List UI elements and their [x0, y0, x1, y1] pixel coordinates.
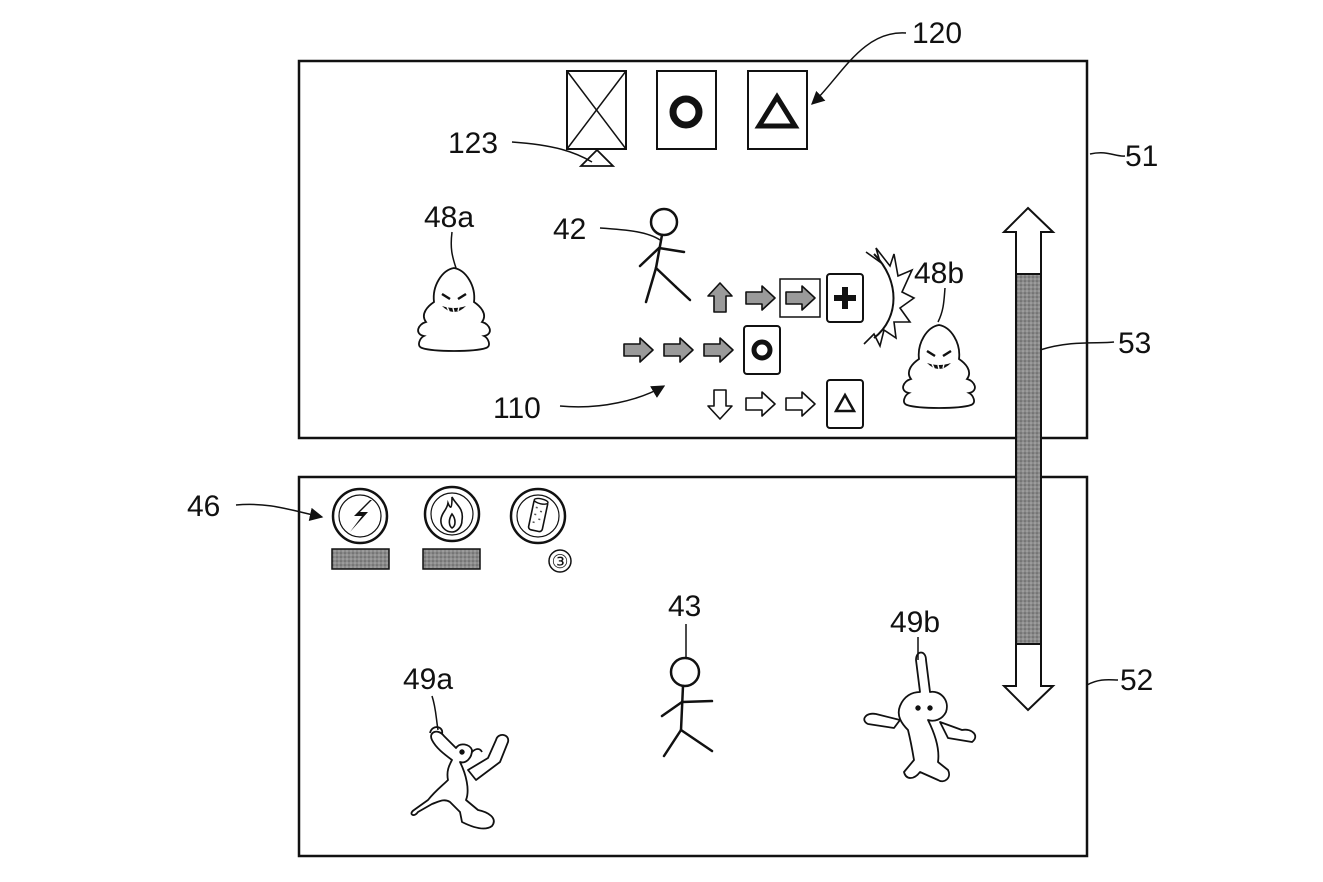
label-48b: 48b [914, 257, 964, 290]
circle-symbol-icon [669, 95, 703, 129]
label-46: 46 [187, 490, 220, 523]
gauge [1001, 206, 1056, 712]
label-52: 52 [1120, 664, 1153, 697]
label-120: 120 [912, 17, 962, 50]
label-43: 43 [668, 590, 701, 623]
label-53: 53 [1118, 327, 1151, 360]
label-42: 42 [553, 213, 586, 246]
enemy-ghost-right [902, 324, 976, 409]
arrow-right-icon [785, 285, 816, 311]
input-sequence-1 [707, 273, 864, 323]
scroll-icon [527, 497, 549, 533]
item-icons: ③ [331, 485, 572, 573]
item-count-badge [548, 549, 572, 573]
card-cross [566, 70, 627, 150]
player-figure-lower [660, 656, 714, 758]
input-sequence-3 [707, 379, 864, 429]
plus-symbol-icon [834, 287, 856, 309]
hit-burst-icon [863, 247, 916, 349]
circle-symbol-icon [751, 339, 773, 361]
command-cards [566, 70, 808, 167]
result-card [743, 325, 781, 375]
gauge-up-arrow-icon [1001, 206, 1056, 275]
triangle-symbol-icon [754, 92, 800, 129]
arrow-right-icon [745, 391, 776, 417]
item-lightning [331, 487, 390, 570]
label-48a: 48a [424, 201, 474, 234]
leader-lines [235, 32, 1126, 731]
arrow-down-icon [707, 389, 733, 420]
arrow-up-icon [707, 282, 733, 313]
arrow-right-icon [745, 285, 776, 311]
arrow-right-icon [663, 337, 694, 363]
item-fire [422, 485, 481, 570]
card-triangle [747, 70, 808, 150]
gauge-fill [1017, 274, 1040, 644]
gauge-down-arrow-icon [1001, 643, 1056, 712]
label-49b: 49b [890, 606, 940, 639]
item-lightning-bar [331, 548, 390, 570]
triangle-symbol-icon [833, 392, 857, 413]
item-fire-bar [422, 548, 481, 570]
label-123: 123 [448, 127, 498, 160]
arrow-right-icon [703, 337, 734, 363]
fire-icon [440, 496, 464, 533]
card-circle [656, 70, 717, 150]
arrow-right-icon [623, 337, 654, 363]
input-sequence-2 [623, 325, 781, 375]
item-count-text: ③ [551, 552, 568, 573]
ally-elf-left [410, 726, 510, 830]
selector-triangle-icon [578, 148, 616, 167]
label-51: 51 [1125, 140, 1158, 173]
enemy-ghost-left [417, 267, 491, 352]
lightning-icon [350, 500, 372, 532]
input-sequences [623, 273, 864, 429]
arrow-right-icon [785, 391, 816, 417]
label-110: 110 [493, 392, 541, 425]
item-scroll: ③ [509, 487, 572, 573]
ally-elf-right [863, 651, 977, 783]
result-card [826, 379, 864, 429]
player-figure-upper [638, 207, 692, 304]
label-49a: 49a [403, 663, 453, 696]
